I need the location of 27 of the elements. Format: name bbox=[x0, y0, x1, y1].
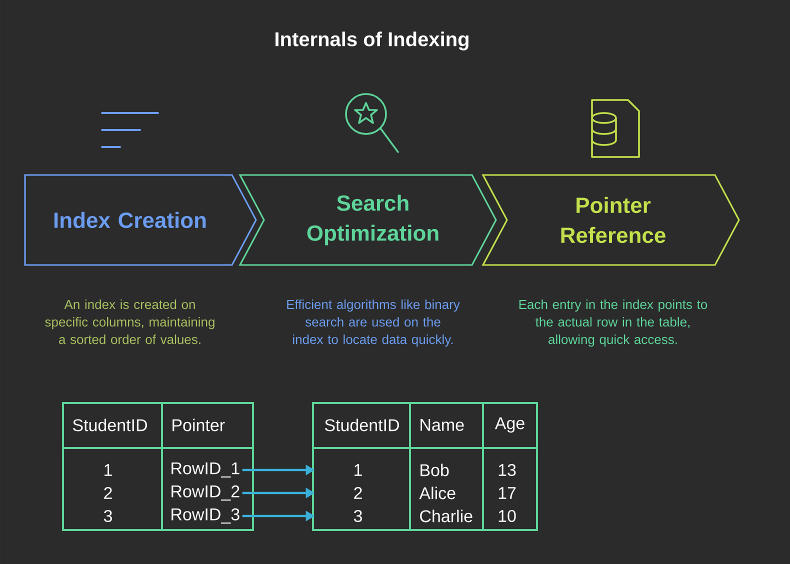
description: Each entry in the index points to the actual row in the table, allowing quick access. bbox=[519, 300, 708, 347]
chevron-box: Search Optimization bbox=[238, 174, 497, 266]
table-cell: Charlie bbox=[420, 510, 472, 522]
title: Internals of Indexing bbox=[276, 32, 468, 50]
table-cell: Name bbox=[420, 419, 464, 431]
table-cell: 1 bbox=[354, 464, 362, 476]
table-cell: RowID_2 bbox=[172, 485, 240, 501]
table-cell: 1 bbox=[104, 464, 112, 476]
table-cell: 3 bbox=[354, 510, 362, 522]
table-cell: Age bbox=[494, 417, 524, 433]
table-cell: RowID_3 bbox=[172, 508, 240, 524]
table-cell: 2 bbox=[104, 487, 112, 499]
table-cell: Alice bbox=[419, 486, 456, 500]
table-cell: StudentID bbox=[324, 418, 399, 432]
table-cell: RowID_1 bbox=[172, 462, 240, 478]
table-cell: 13 bbox=[498, 464, 516, 476]
chevron-box: Pointer Reference bbox=[482, 174, 740, 266]
table-cell: 17 bbox=[498, 487, 516, 499]
table-cell: Pointer bbox=[172, 418, 225, 432]
table-cell: 10 bbox=[498, 510, 516, 522]
description: Efficient algorithms like binary search are used on the index to locate data quickly. bbox=[287, 300, 460, 347]
description: An index is created on specific columns, maintaining a sorted order of values. bbox=[45, 300, 214, 344]
table-cell: 3 bbox=[104, 510, 112, 522]
table-cell: StudentID bbox=[72, 418, 147, 432]
chevron-box: Index Creation bbox=[24, 174, 257, 266]
table-cell: Bob bbox=[420, 464, 449, 476]
table-cell: 2 bbox=[354, 487, 362, 499]
